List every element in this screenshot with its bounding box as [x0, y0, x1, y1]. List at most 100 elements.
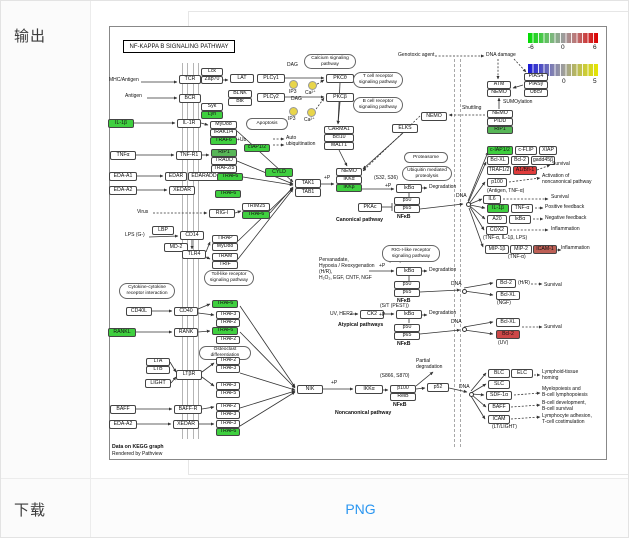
legend2-mid-label: 0 — [562, 78, 566, 85]
pathway-t-uv-her2: UV, HER2 — [330, 311, 353, 317]
pathway-g-eda-a1: EDA-A1 — [109, 172, 137, 181]
pathway-t-ca: Ca²⁺ — [304, 117, 315, 123]
pathway-g-blc: BLC — [488, 369, 510, 378]
pathway-g-bcl-2: Bcl-2 — [496, 279, 516, 288]
pathway-o-shape — [466, 202, 471, 207]
pathway-g-ck2: CK2 — [360, 310, 384, 319]
pathway-G-traf6: TRAF6 — [217, 173, 243, 181]
pathway-t-survival: Survival — [544, 282, 562, 288]
pathway-p-toll-like-receptor-signaling-pathway: Toll-like receptor signaling pathway — [204, 270, 254, 286]
download-label: 下载 — [14, 502, 47, 519]
output-row-label-cell: 输出 — [1, 1, 91, 478]
pathway-t-myelopoiesis-and-b-cell-lymphopoiesis: Myelopoiesis and B-cell lymphopoiesis — [542, 386, 588, 398]
pathway-g-blnk: BLNK — [228, 90, 252, 98]
pathway-p-ubiquitin-mediated-proteolysis: Ubiquitin mediated proteolysis — [402, 166, 452, 181]
pathway-g-traf2: TRAF2 — [216, 403, 240, 411]
pathway-t-antigen: Antigen — [125, 93, 142, 99]
pathway-g-p100: p100 — [390, 385, 416, 393]
pathway-g-traf1-2: TRAF1/2 — [487, 166, 511, 175]
pathway-c-shape — [289, 107, 298, 116]
pathway-b-noncanonical-pathway: Noncanonical pathway — [335, 410, 392, 416]
pathway-o-shape — [469, 392, 474, 397]
pathway-g-baff-r: BAFF-R — [174, 405, 202, 414]
pathway-g-tnf-r1: TNF-R1 — [176, 151, 202, 160]
pathway-g-tcr: TCR — [179, 75, 201, 84]
pathway-G-lyn: Lyn — [201, 111, 223, 119]
pathway-p-t-cell-receptor-signaling-pathway: T cell receptor signaling pathway — [353, 72, 403, 88]
pathway-g-xiap: XIAP — [539, 146, 557, 155]
pathway-G-c-iap1-2: c-IAP1/2 — [487, 146, 513, 155]
pathway-g-eda-a2: EDA-A2 — [109, 420, 137, 429]
pathway-g-pkc: PKCβ — [326, 93, 354, 102]
pathway-g-lat: LAT — [230, 74, 254, 83]
pathway-p-apoptosis: Apoptosis — [246, 118, 288, 130]
pathway-t-activation-of-noncanonical-pathway: Activation of noncanonical pathway — [542, 173, 592, 185]
pathway-t-p: +P — [379, 263, 386, 269]
pathway-g-tnf: TNFα — [110, 151, 136, 160]
pathway-G-il-1: IL-1β — [108, 119, 134, 128]
pathway-G-traf6: TRAF6 — [212, 300, 238, 308]
pathway-g-light: LIGHT — [145, 379, 171, 388]
pathway-t-dna: DNA — [456, 193, 467, 199]
pathway-g-lbp: LBP — [152, 226, 174, 235]
pathway-b-nf-b: NFκB — [397, 341, 411, 347]
pathway-g-tab1: TAB1 — [295, 188, 321, 197]
pathway-g-p50: p50 — [394, 281, 420, 289]
pathway-t-dna: DNA — [459, 384, 470, 390]
pathway-g-p100: p100 — [487, 178, 507, 187]
pathway-g-gadd45: gadd45β — [531, 156, 555, 165]
pathway-t-s866-s870: (S866, S870) — [380, 373, 410, 379]
pathway-G-il-1: IL-1β — [487, 204, 509, 213]
pathway-g-bcl-xl: Bcl-XL — [487, 156, 509, 165]
pathway-p-cytokine-cytokine-receptor-interaction: Cytokine-cytokine receptor interaction — [119, 283, 175, 299]
pathway-g-xedar: XEDAR — [173, 420, 199, 429]
pathway-g-trim25: TRIM25 — [242, 203, 270, 211]
nuclear-membrane-line — [460, 59, 461, 447]
pathway-t-survival: Survival — [544, 324, 562, 330]
legend-gradient-expression — [528, 33, 598, 43]
pathway-t-dag: DAG — [287, 62, 298, 68]
pathway-b-nf-b: NFκB — [393, 402, 407, 408]
pathway-t-inflammation: Inflammation — [551, 226, 580, 232]
pathway-g-a20: A20 — [487, 215, 507, 224]
pathway-t-pervanadate-hypoxia-reoxygenation-h-r-h-o-egf-cntf-ngf: Pervanadate, Hypoxia / Reoxygenation (H/… — [319, 257, 375, 281]
pathway-t-degradation: Degradation — [429, 267, 457, 273]
pathway-g-irak1-4: IRAK1/4 — [210, 129, 237, 137]
pathway-t-s32-s36: (S32, S36) — [374, 175, 398, 181]
pathway-t-degradation: Degradation — [429, 310, 457, 316]
pathway-g-lt-r: LTβR — [176, 370, 202, 380]
pathway-g-rank: RANK — [174, 328, 198, 337]
pathway-g-baff: BAFF — [110, 405, 136, 414]
pathway-g-traf2-5: TRAF2/5 — [211, 165, 237, 173]
pathway-g-cd40: CD40 — [174, 307, 198, 316]
pathway-g-nemo: NEMO — [487, 89, 511, 97]
pathway-g-il6: IL6 — [483, 195, 501, 204]
pathway-g-traf3: TRAF3 — [216, 382, 240, 390]
pathway-g-xedar: XEDAR — [169, 186, 195, 195]
pathway-g-traf3: TRAF3 — [216, 365, 240, 373]
pathway-g-traf2: TRAF2 — [216, 319, 240, 327]
pathway-g-traf3: TRAF3 — [216, 411, 240, 419]
pathway-g-bcr: BCR — [179, 94, 201, 103]
pathway-g-sdf-1: SDF-1α — [486, 391, 512, 400]
pathway-t-p: +P — [385, 183, 392, 189]
pathway-t-partial-degradation: Partial degradation — [416, 358, 443, 370]
pathway-g-tak1: TAK1 — [295, 179, 321, 188]
pathway-g-plc-1: PLCγ1 — [257, 74, 285, 83]
pathway-g-malt1: MALT1 — [324, 142, 354, 150]
pathway-t-auto-ubiquitination: Auto ubiquitination — [286, 135, 316, 147]
nuclear-membrane-line — [454, 59, 455, 447]
pathway-g-lta: LTA — [146, 358, 170, 366]
pathway-g-traf2: TRAF2 — [216, 336, 240, 344]
pathway-g-cox2: COX2 — [486, 226, 508, 235]
pathway-g-elc: ELC — [511, 369, 533, 378]
pathway-g-carma1: CARMA1 — [324, 126, 354, 134]
png-download-link[interactable]: PNG — [345, 501, 376, 517]
pathway-p-b-cell-receptor-signaling-pathway: B cell receptor signaling pathway — [353, 97, 403, 113]
pathway-g-cd14: CD14 — [180, 231, 204, 240]
pathway-g-myd88: MyD88 — [212, 243, 238, 251]
pathway-t-survival: Survival — [551, 194, 569, 200]
pathway-R-a1-bfl-1: A1/Bfl-1 — [513, 166, 537, 175]
pathway-g-tnf: TNF-α — [511, 204, 533, 213]
